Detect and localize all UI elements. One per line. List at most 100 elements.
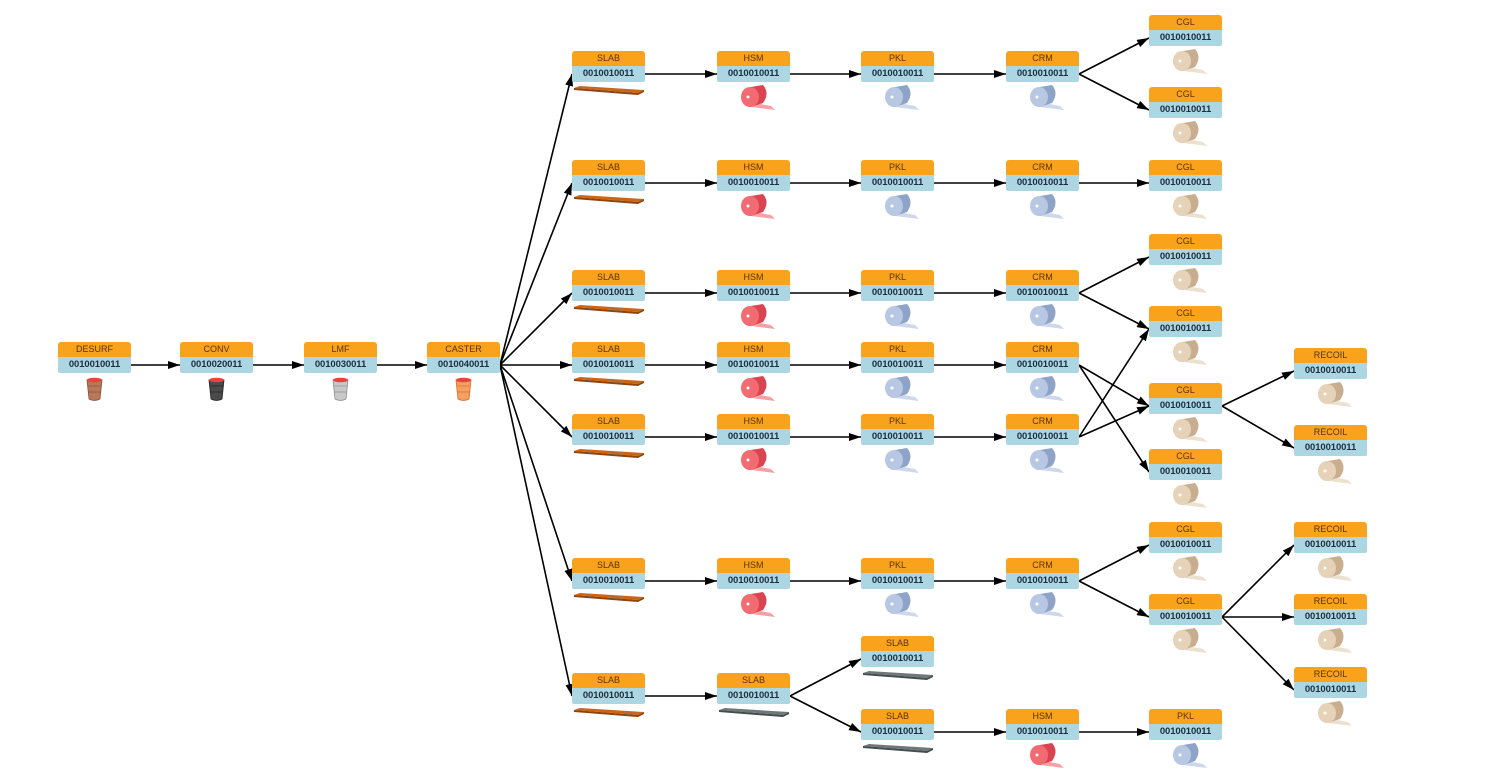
node-id: 0010010011 [572, 573, 645, 589]
slab-grey-icon [717, 705, 790, 733]
coil-blue-icon [1006, 302, 1079, 330]
coil-red-icon [717, 192, 790, 220]
coil-blue-icon [1006, 83, 1079, 111]
node-id: 0010020011 [180, 357, 253, 373]
node-id: 0010010011 [1294, 440, 1367, 456]
slab-orange-icon [572, 192, 645, 220]
node-id: 0010010011 [1006, 285, 1079, 301]
node-label: RECOIL [1294, 348, 1367, 363]
coil-red-icon [717, 83, 790, 111]
node-label: CONV [180, 342, 253, 357]
coil-red-icon [1006, 741, 1079, 769]
slab-orange-icon [572, 302, 645, 330]
node-id: 0010010011 [717, 66, 790, 82]
node-label: HSM [717, 558, 790, 573]
node-id: 0010010011 [1006, 429, 1079, 445]
node-id: 0010010011 [1294, 609, 1367, 625]
node-id: 0010010011 [1294, 363, 1367, 379]
edge-arrow [1078, 37, 1150, 75]
node-label: CRM [1006, 558, 1079, 573]
node-id: 0010010011 [1149, 321, 1222, 337]
edge-arrow [499, 73, 574, 366]
coil-blue-icon [1006, 192, 1079, 220]
ladle-orange-icon [427, 374, 500, 402]
edge-arrow [1078, 580, 1150, 618]
node-id: 0010010011 [1294, 537, 1367, 553]
edge-arrow [1221, 616, 1295, 691]
node-label: HSM [717, 414, 790, 429]
coil-blue-icon [861, 446, 934, 474]
edge-arrow [1078, 364, 1150, 407]
coil-blue-icon [1006, 374, 1079, 402]
edge-arrow [1221, 405, 1295, 449]
edge-arrow [1078, 328, 1150, 438]
node-id: 0010010011 [1149, 609, 1222, 625]
node-label: HSM [717, 270, 790, 285]
coil-beige-icon [1149, 47, 1222, 75]
node-id: 0010010011 [1006, 724, 1079, 740]
edge-arrow [1078, 544, 1150, 582]
edge-arrow [789, 658, 862, 697]
node-label: RECOIL [1294, 522, 1367, 537]
coil-beige-icon [1294, 699, 1367, 727]
coil-beige-icon [1149, 481, 1222, 509]
coil-red-icon [717, 302, 790, 330]
node-id: 0010030011 [304, 357, 377, 373]
coil-blue-icon [1006, 446, 1079, 474]
node-label: CRM [1006, 270, 1079, 285]
node-id: 0010010011 [1149, 724, 1222, 740]
node-id: 0010010011 [572, 66, 645, 82]
node-label: HSM [717, 160, 790, 175]
node-id: 0010010011 [861, 724, 934, 740]
